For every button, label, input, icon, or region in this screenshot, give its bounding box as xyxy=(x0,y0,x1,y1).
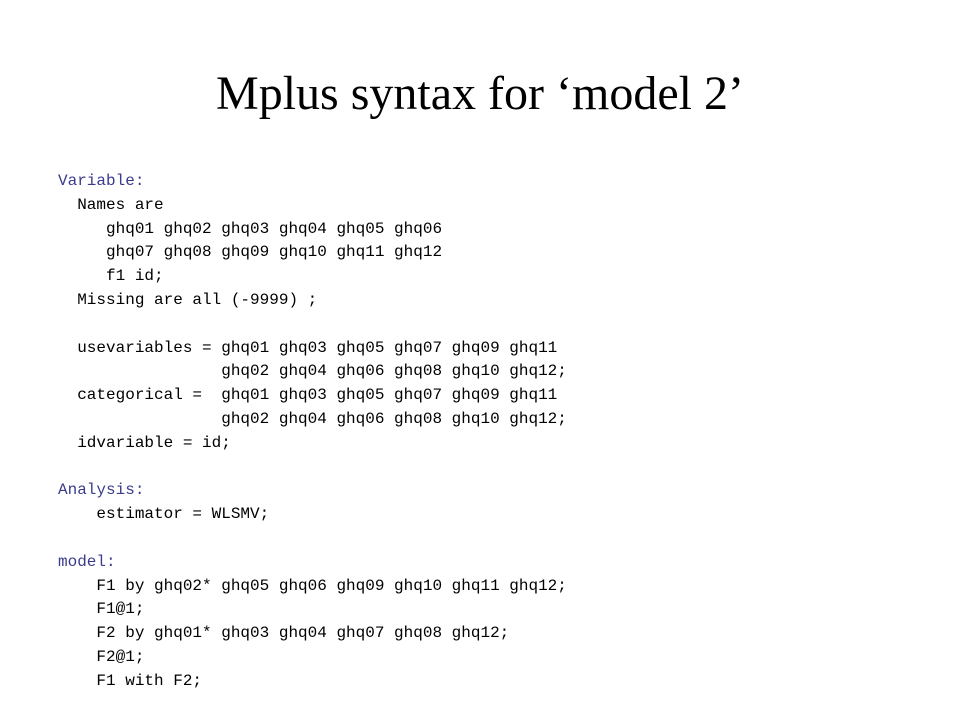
mplus-code-block: Variable: Names are ghq01 ghq02 ghq03 gh… xyxy=(58,170,938,694)
code-section-heading: Variable: xyxy=(58,172,145,190)
code-line: F1 by ghq02* ghq05 ghq06 ghq09 ghq10 ghq… xyxy=(58,576,567,595)
code-line: F2@1; xyxy=(58,647,145,666)
code-line: estimator = WLSMV; xyxy=(58,505,270,524)
code-section-heading: model: xyxy=(58,552,116,571)
code-line xyxy=(58,313,938,337)
code-line: ghq02 ghq04 ghq06 ghq08 ghq10 ghq12; xyxy=(58,362,567,381)
code-line: ghq01 ghq02 ghq03 ghq04 ghq05 ghq06 xyxy=(58,219,443,238)
code-section-heading: Analysis: xyxy=(58,481,145,500)
code-line: Missing are all (-9999) ; xyxy=(58,290,318,309)
code-line: F2 by ghq01* ghq03 ghq04 ghq07 ghq08 ghq… xyxy=(58,624,510,643)
code-line: Names are xyxy=(58,195,164,214)
code-line: idvariable = id; xyxy=(58,433,231,452)
code-line: f1 id; xyxy=(58,267,164,286)
code-line xyxy=(58,527,938,551)
code-line xyxy=(58,456,938,480)
code-line: F1@1; xyxy=(58,600,145,619)
code-line: usevariables = ghq01 ghq03 ghq05 ghq07 g… xyxy=(58,338,558,357)
code-line: categorical = ghq01 ghq03 ghq05 ghq07 gh… xyxy=(58,386,558,405)
slide-title: Mplus syntax for ‘model 2’ xyxy=(216,67,744,120)
code-line: ghq02 ghq04 ghq06 ghq08 ghq10 ghq12; xyxy=(58,409,567,428)
code-line: F1 with F2; xyxy=(58,671,203,690)
code-line: ghq07 ghq08 ghq09 ghq10 ghq11 ghq12 xyxy=(58,243,443,262)
